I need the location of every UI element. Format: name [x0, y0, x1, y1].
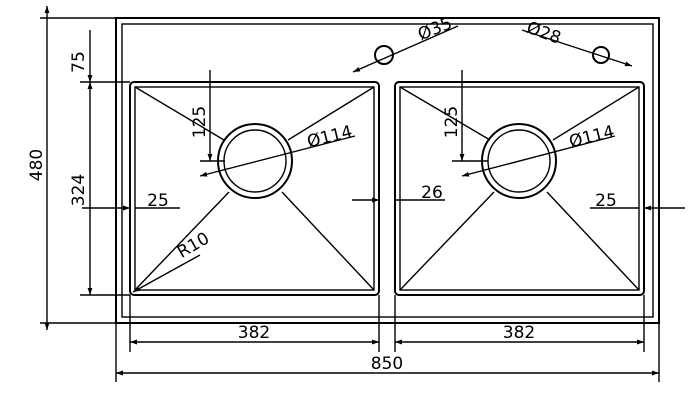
dim-25-left-label: 25	[147, 191, 169, 211]
dim-line-28	[521, 29, 633, 67]
right-bowl-slope-bl	[399, 191, 495, 291]
dim-324-label: 324	[69, 174, 89, 206]
dim-26-label: 26	[421, 183, 443, 203]
dim-382-right-label: 382	[503, 323, 535, 343]
dim-850-label: 850	[371, 354, 403, 374]
dim-480-label: 480	[27, 149, 47, 181]
left-bowl-slope-tl	[134, 86, 225, 141]
dim-line-r10	[132, 254, 201, 293]
dim-75-label: 75	[69, 51, 89, 73]
right-bowl-inner	[399, 86, 640, 291]
left-bowl-inner	[134, 86, 375, 291]
right-bowl-slope-tr	[552, 86, 640, 141]
dim-line-114-left	[199, 135, 356, 177]
dim-125-right-label: 125	[442, 106, 462, 138]
dim-25-right-label: 25	[595, 191, 617, 211]
right-bowl-outer	[394, 81, 645, 296]
left-bowl-slope-br	[281, 191, 375, 291]
left-drain-inner	[223, 129, 287, 193]
dim-125-left-label: 125	[190, 106, 210, 138]
sink-outline	[115, 17, 660, 324]
extension-lines	[40, 17, 660, 382]
dim-line-35	[352, 25, 459, 73]
left-bowl	[129, 81, 380, 296]
accessory-hole	[592, 46, 610, 64]
left-drain-outer	[217, 123, 293, 199]
right-bowl-slope-tl	[399, 86, 491, 141]
left-bowl-outer	[129, 81, 380, 296]
left-bowl-slope-tr	[287, 86, 375, 141]
sink-inner-edge	[121, 23, 654, 318]
sink-outer-edge	[115, 17, 660, 324]
left-bowl-slope-bl	[134, 191, 230, 291]
dim-382-left-label: 382	[238, 323, 270, 343]
dim-28-label: Ø28	[524, 18, 564, 49]
dim-r10-label: R10	[174, 229, 213, 263]
right-bowl-slope-br	[546, 191, 640, 291]
dim-line-114-right	[461, 135, 616, 177]
dim-114-left-label: Ø114	[305, 122, 354, 152]
